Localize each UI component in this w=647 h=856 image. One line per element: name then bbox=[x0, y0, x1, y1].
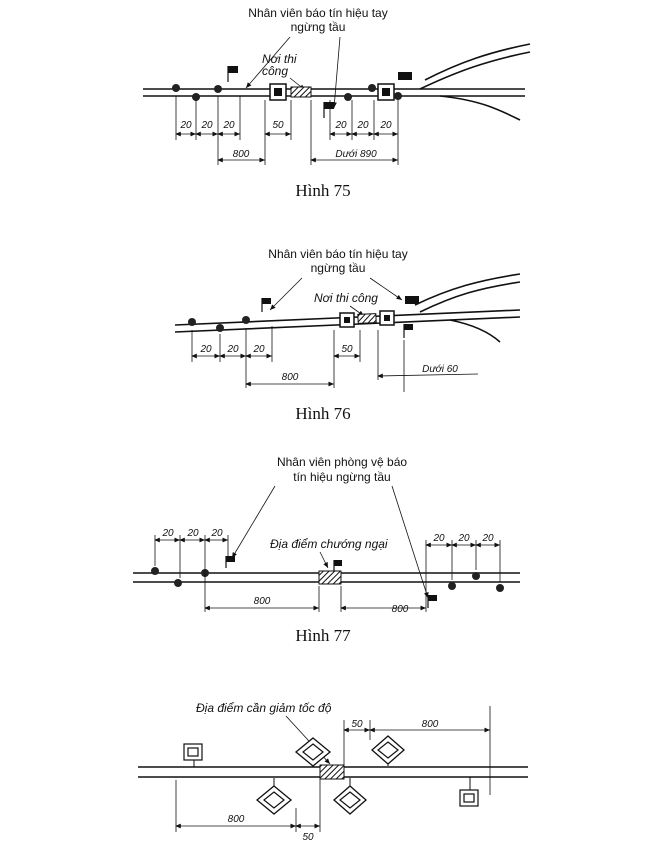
fig78-diamond-sign bbox=[294, 737, 332, 767]
fig75-dim-20: 20 bbox=[222, 120, 235, 131]
fig78-diamond-sign bbox=[255, 778, 293, 815]
fig75-detonator bbox=[368, 84, 376, 92]
fig75-work-site bbox=[290, 86, 312, 98]
fig77-dist-left: 800 bbox=[254, 596, 271, 607]
fig75-dim-20: 20 bbox=[356, 120, 369, 131]
fig76-dim-20: 20 bbox=[252, 344, 265, 355]
fig78-diamond-sign bbox=[333, 778, 367, 815]
fig75-dim-20: 20 bbox=[179, 120, 192, 131]
fig78-site-label: Địa điểm cần giảm tốc độ bbox=[196, 701, 332, 715]
fig77-dim-20: 20 bbox=[481, 533, 494, 544]
fig78-slow-zone bbox=[319, 764, 345, 780]
fig77-caption: Hình 77 bbox=[295, 626, 351, 645]
fig78-dim-bottom-small: 50 bbox=[302, 832, 314, 843]
fig75-dist-left: 800 bbox=[233, 149, 250, 160]
fig78-diamond-sign bbox=[371, 735, 405, 766]
fig75-detonator bbox=[214, 85, 222, 93]
fig77-obstacle-site bbox=[318, 570, 342, 585]
fig78-square-sign-right bbox=[459, 777, 479, 807]
fig76-caption: Hình 76 bbox=[295, 404, 350, 423]
fig75-dim-20: 20 bbox=[379, 120, 392, 131]
fig75-detonator bbox=[192, 93, 200, 101]
fig76-dist-right: Dưới 60 bbox=[422, 364, 458, 375]
fig75-site-label-1: Nơi thi bbox=[262, 52, 297, 66]
fig75-detonator bbox=[172, 84, 180, 92]
figure-78: Địa điểm cần giảm tốc độ bbox=[138, 701, 528, 843]
fig75-flag-left bbox=[227, 66, 238, 82]
fig75-dim-20: 20 bbox=[200, 120, 213, 131]
fig77-flag-right bbox=[427, 595, 437, 608]
fig77-dim-20: 20 bbox=[186, 528, 199, 539]
fig76-site-label: Nơi thi công bbox=[314, 291, 378, 305]
fig76-dist-left: 800 bbox=[282, 372, 299, 383]
fig75-pointer-right bbox=[332, 36, 341, 109]
fig76-detonator bbox=[188, 318, 196, 326]
fig75-caption: Hình 75 bbox=[295, 181, 350, 200]
fig78-dimensions bbox=[175, 706, 491, 832]
fig76-dimensions bbox=[191, 326, 479, 392]
fig76-detonator bbox=[242, 316, 250, 324]
fig75-station-signal bbox=[398, 72, 412, 80]
fig75-site-label-2: công bbox=[262, 64, 288, 78]
figure-76: Nhân viên báo tín hiệu tay ngừng tầu Nơi… bbox=[174, 247, 521, 423]
fig77-flag-center bbox=[333, 560, 342, 571]
fig78-dim-top-small: 50 bbox=[351, 719, 363, 730]
fig77-detonator bbox=[448, 582, 456, 590]
fig78-dim-top-large: 800 bbox=[422, 719, 439, 730]
fig77-detonator bbox=[151, 567, 159, 575]
fig77-dim-20: 20 bbox=[210, 528, 223, 539]
fig76-station-signal bbox=[405, 296, 419, 304]
fig75-dim-50: 50 bbox=[272, 120, 284, 131]
fig75-person-label-2: ngừng tầu bbox=[291, 20, 346, 34]
fig77-dist-right: 800 bbox=[392, 604, 409, 615]
fig76-person-label-1: Nhân viên báo tín hiệu tay bbox=[268, 247, 407, 261]
fig77-dim-20: 20 bbox=[432, 533, 445, 544]
fig76-work-site bbox=[357, 313, 377, 324]
fig78-square-sign-left bbox=[183, 743, 203, 767]
fig75-dim-20: 20 bbox=[334, 120, 347, 131]
fig75-person-label-1: Nhân viên báo tín hiệu tay bbox=[248, 6, 387, 20]
fig78-dim-bottom-large: 800 bbox=[228, 814, 245, 825]
fig75-flag-right bbox=[323, 102, 334, 118]
fig76-person-label-2: ngừng tầu bbox=[311, 261, 366, 275]
fig76-flag-left bbox=[261, 298, 271, 312]
fig75-detonator bbox=[344, 93, 352, 101]
fig77-site-label: Địa điểm chướng ngại bbox=[270, 537, 388, 551]
fig75-pointer-left bbox=[245, 36, 291, 89]
fig76-dim-50: 50 bbox=[341, 344, 353, 355]
figure-77: Nhân viên phòng vệ báo tín hiệu ngừng tầ… bbox=[133, 455, 520, 645]
fig76-flag-right bbox=[403, 324, 413, 338]
fig77-detonator bbox=[496, 584, 504, 592]
fig76-detonator bbox=[216, 324, 224, 332]
fig75-dimensions bbox=[175, 96, 399, 165]
fig77-dimensions bbox=[154, 535, 501, 612]
fig77-dim-20: 20 bbox=[161, 528, 174, 539]
fig77-detonator bbox=[472, 572, 480, 580]
fig76-dim-20: 20 bbox=[226, 344, 239, 355]
fig77-detonator bbox=[174, 579, 182, 587]
fig77-flag-left bbox=[225, 556, 235, 568]
fig77-person-label-2: tín hiệu ngừng tầu bbox=[293, 470, 390, 484]
fig75-dist-right: Dưới 890 bbox=[335, 149, 377, 160]
fig75-detonator bbox=[394, 92, 402, 100]
fig77-dim-20: 20 bbox=[457, 533, 470, 544]
fig77-person-label-1: Nhân viên phòng vệ báo bbox=[277, 455, 407, 469]
figure-75: Nhân viên báo tín hiệu tay ngừng tầu Nơi… bbox=[143, 6, 531, 200]
fig76-dim-20: 20 bbox=[199, 344, 212, 355]
